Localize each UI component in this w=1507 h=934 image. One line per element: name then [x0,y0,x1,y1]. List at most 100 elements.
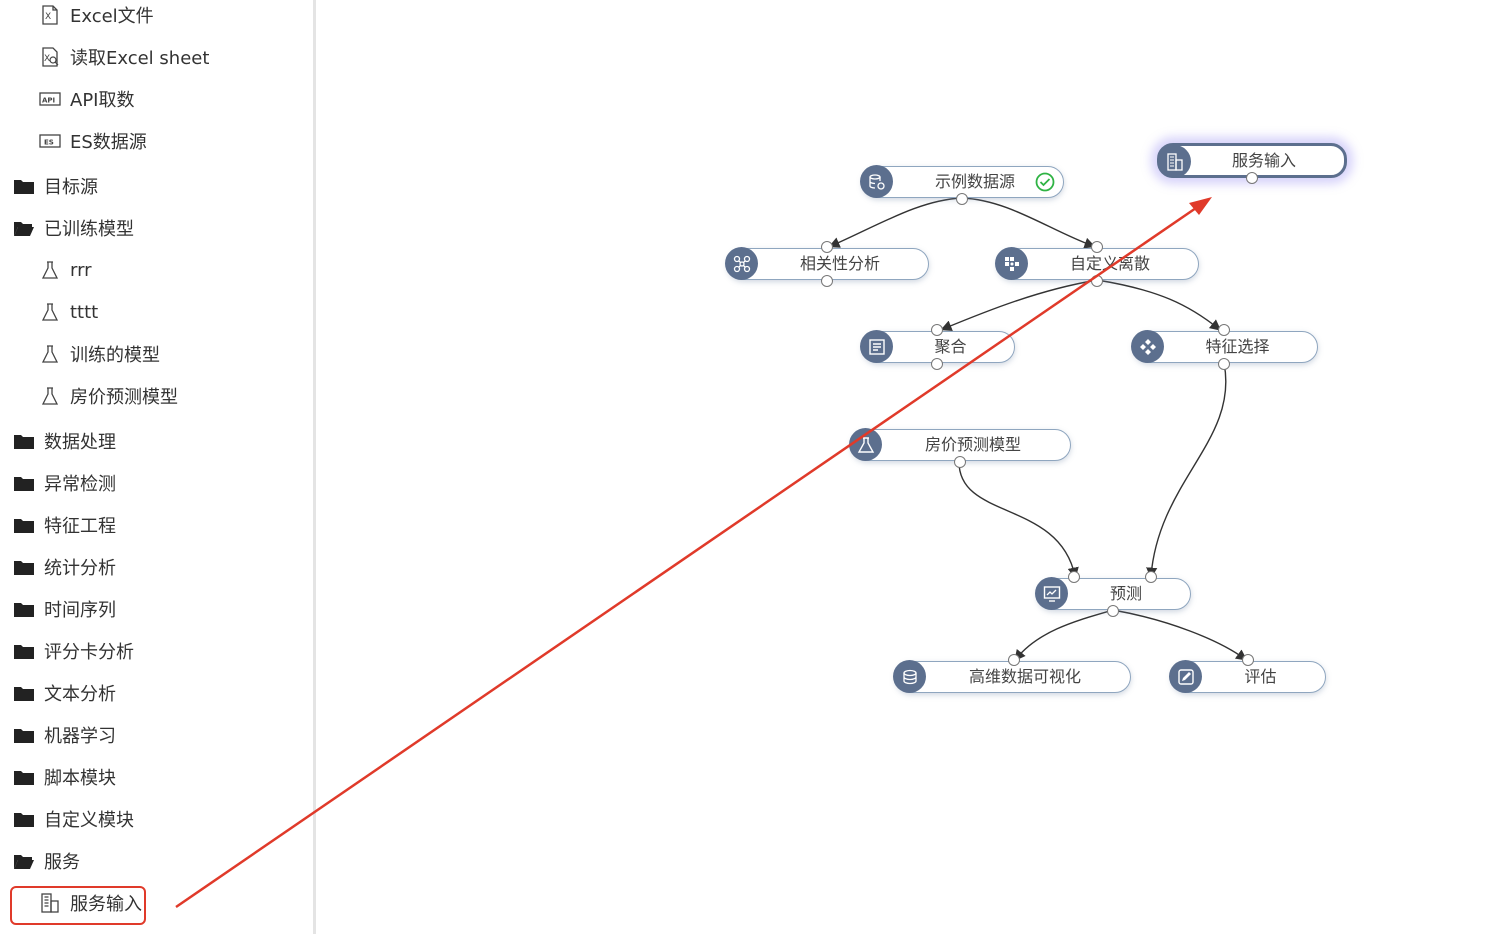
output-port[interactable] [931,358,943,370]
sidebar-item-label: rrr [70,259,92,281]
output-port[interactable] [956,193,968,205]
folder-icon [12,556,36,578]
sidebar-item-label: 数据处理 [44,432,116,453]
sidebar-folder-script-modules[interactable]: 脚本模块 [12,763,116,791]
workflow-canvas[interactable]: 示例数据源 服务输入 相关性分析 自定义离散 聚合 特征选择 房价预测模型 预测 [319,0,1507,934]
folder-icon [12,472,36,494]
service-input-icon [38,892,62,914]
sidebar-item-label: 时间序列 [44,600,116,621]
database-icon [860,165,893,198]
node-label: 服务输入 [1231,151,1296,170]
sidebar-folder-target-source[interactable]: 目标源 [12,172,98,200]
sidebar-item-price-model[interactable]: 房价预测模型 [38,382,178,410]
sidebar-folder-time-series[interactable]: 时间序列 [12,595,116,623]
sidebar-folder-text-analysis[interactable]: 文本分析 [12,679,116,707]
folder-icon [12,175,36,197]
edit-icon [1169,660,1202,693]
flask-icon [38,301,62,323]
sidebar-folder-data-processing[interactable]: 数据处理 [12,427,116,455]
output-port[interactable] [1246,172,1258,184]
input-port[interactable] [1242,654,1254,666]
sidebar-folder-service[interactable]: 服务 [12,847,80,875]
folder-icon [12,514,36,536]
sidebar-item-trained-model[interactable]: 训练的模型 [38,340,160,368]
sidebar-item-label: 统计分析 [44,558,116,579]
sidebar-item-label: tttt [70,301,99,323]
sidebar-item-model-rrr[interactable]: rrr [38,256,92,284]
api-icon: API [38,88,62,110]
input-port[interactable] [1091,241,1103,253]
sidebar-item-model-tttt[interactable]: tttt [38,298,98,326]
folder-icon [12,808,36,830]
workflow-edges [828,197,1248,662]
sidebar-item-label: 机器学习 [44,726,116,747]
flask-icon [38,385,62,407]
sidebar-item-label: 异常检测 [44,474,116,495]
output-port[interactable] [1091,275,1103,287]
input-port[interactable] [1145,571,1157,583]
flask-icon [38,343,62,365]
sidebar-item-excel-file[interactable]: X Excel文件 [38,1,154,29]
folder-icon [12,640,36,662]
sidebar-item-read-excel-sheet[interactable]: X 读取Excel sheet [38,43,209,71]
sidebar-item-label: ES数据源 [70,132,147,153]
annotation-highlight-box [10,886,146,925]
flask-icon [849,428,882,461]
sidebar-item-label: 自定义模块 [44,810,134,831]
sidebar-folder-scorecard[interactable]: 评分卡分析 [12,637,134,665]
edge-feature-to-predict [1146,362,1227,579]
sidebar-folder-feature-engineering[interactable]: 特征工程 [12,511,116,539]
sidebar-folder-trained-models[interactable]: 已训练模型 [12,214,134,242]
folder-icon [12,430,36,452]
sidebar-item-label: 文本分析 [44,684,116,705]
es-icon: ES [38,130,62,152]
output-port[interactable] [1218,358,1230,370]
sidebar-item-api[interactable]: API API取数 [38,85,134,113]
grid-icon [995,247,1028,280]
sidebar-item-label: 服务输入 [70,894,142,915]
svg-text:API: API [42,97,55,105]
sidebar-folder-statistics[interactable]: 统计分析 [12,553,116,581]
sidebar-item-label: 已训练模型 [44,219,134,240]
sidebar-item-label: 目标源 [44,177,98,198]
sidebar-item-es[interactable]: ES ES数据源 [38,127,147,155]
layers-icon [893,660,926,693]
excel-file-icon: X [38,4,62,26]
edge-model-to-predict [958,461,1079,579]
sidebar-item-service-input[interactable]: 服务输入 [38,889,142,917]
aggregate-icon [860,330,893,363]
node-label: 聚合 [934,337,967,356]
excel-sheet-icon: X [38,46,62,68]
sidebar-item-label: 评分卡分析 [44,642,134,663]
flask-icon [38,259,62,281]
svg-text:X: X [44,54,50,64]
node-label: 评估 [1244,667,1277,686]
node-label: 预测 [1109,584,1142,603]
node-sample-data-source[interactable]: 示例数据源 [860,165,1064,198]
edge-source-to-correlation [828,197,963,248]
chart-monitor-icon [1035,577,1068,610]
output-port[interactable] [1107,605,1119,617]
sidebar-item-label: Excel文件 [70,6,154,27]
output-port[interactable] [821,275,833,287]
network-icon [725,247,758,280]
output-port[interactable] [954,456,966,468]
edge-predict-to-evaluate [1112,609,1248,661]
input-port[interactable] [1218,324,1230,336]
sidebar-folder-anomaly-detection[interactable]: 异常检测 [12,469,116,497]
folder-icon [12,598,36,620]
sidebar-folder-machine-learning[interactable]: 机器学习 [12,721,116,749]
svg-text:X: X [45,12,51,22]
sidebar-item-label: API取数 [70,90,135,111]
edge-discretize-to-feature [1096,279,1222,331]
edge-source-to-discretize [961,197,1096,249]
sidebar-item-label: 特征工程 [44,516,116,537]
input-port[interactable] [1008,654,1020,666]
input-port[interactable] [931,324,943,336]
folder-icon [12,682,36,704]
node-label: 相关性分析 [799,254,880,273]
component-sidebar: X Excel文件 X 读取Excel sheet API API取数 ES E… [0,0,316,934]
input-port[interactable] [821,241,833,253]
sidebar-folder-custom-modules[interactable]: 自定义模块 [12,805,134,833]
input-port[interactable] [1068,571,1080,583]
